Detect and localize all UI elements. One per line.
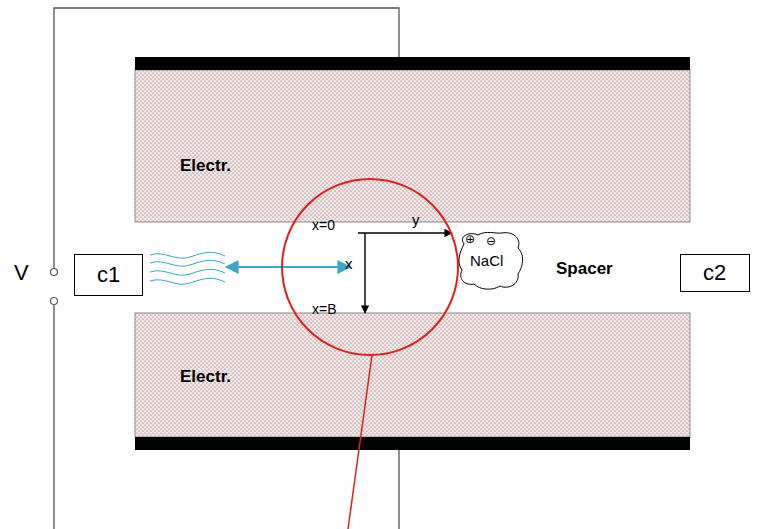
axis-label: y xyxy=(412,212,420,229)
zoom-leader xyxy=(348,355,372,529)
electrode-body xyxy=(135,70,690,222)
voltage-label: V xyxy=(14,261,29,285)
node-text: c1 xyxy=(97,263,120,287)
spacer-label: Spacer xyxy=(556,260,613,279)
node-text: c2 xyxy=(703,261,726,285)
axis-label: x=B xyxy=(312,302,337,317)
node-text: NaCl xyxy=(470,253,503,270)
electrode-body xyxy=(135,313,690,437)
x-axis xyxy=(364,233,365,313)
node-text: ⊖ xyxy=(486,235,496,248)
flow-waves xyxy=(150,252,225,284)
electrode-block: Electr. xyxy=(135,57,690,222)
flow-arrow xyxy=(226,266,350,268)
node-text: ⊕ xyxy=(465,233,475,246)
axis-label: x=0 xyxy=(312,218,335,233)
electrode-block: Electr. xyxy=(135,313,690,450)
current-collector xyxy=(135,57,690,70)
node-text: Electr. xyxy=(180,368,231,387)
current-collector xyxy=(135,437,690,450)
concentration-box: c2 xyxy=(680,254,750,292)
zoom-circle xyxy=(282,179,458,355)
salt-particle: ⊕ ⊖ NaCl xyxy=(456,230,528,292)
node-text: Electr. xyxy=(180,157,231,176)
terminal xyxy=(51,298,58,305)
terminal xyxy=(51,269,58,276)
y-axis xyxy=(358,232,452,233)
concentration-box: c1 xyxy=(74,254,143,296)
axis-label: x xyxy=(345,256,353,273)
